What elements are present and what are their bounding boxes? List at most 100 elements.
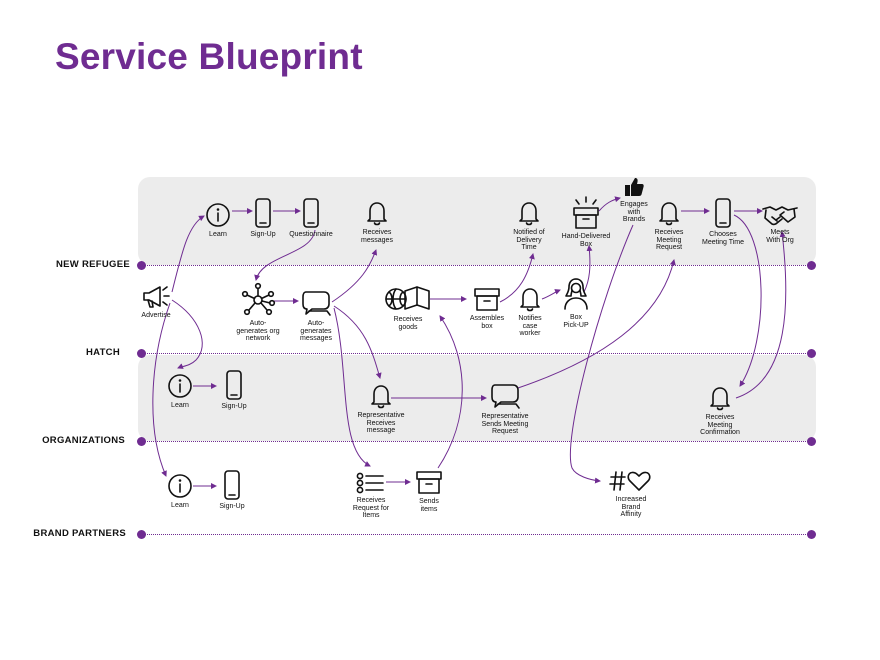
box-icon (474, 288, 500, 311)
brand-partners-brand-affinity-step: Increased Brand Affinity (596, 469, 666, 519)
node-label: Learn (209, 231, 227, 238)
connector (517, 259, 676, 389)
connector (499, 253, 535, 303)
connector (735, 231, 787, 399)
node-label: Notified of Delivery Time (513, 229, 545, 252)
hatch-lane-line (142, 353, 812, 354)
thumbs-up-icon (625, 178, 644, 196)
lane-start-dot (137, 349, 146, 358)
lane-start-dot (137, 261, 146, 270)
new-refugee-learn-step: Learn (183, 202, 253, 239)
info-icon (168, 374, 192, 398)
node-label: Learn (171, 502, 189, 509)
network-icon (241, 282, 276, 316)
megaphone-icon (143, 286, 170, 308)
ball-and-book-icon (385, 286, 430, 310)
hatch-assembles-box-step: Assembles box (452, 286, 522, 330)
connector (437, 315, 463, 469)
lane-start-dot (137, 437, 146, 446)
new-refugee-signup-step: Sign-Up (228, 198, 298, 239)
organizations-rep-receives-step: Representative Receives message (346, 383, 416, 435)
hatch-receives-goods-step: Receives goods (373, 283, 443, 331)
node-label: Representative Receives message (357, 412, 405, 435)
person-icon (564, 278, 588, 310)
organizations-receives-confirmation-step: Receives Meeting Confirmation (685, 385, 755, 437)
hatch-notifies-case-worker-step: Notifies case worker (495, 286, 565, 338)
node-label: Increased Brand Affinity (615, 496, 647, 519)
new-refugee-chooses-time-step: Chooses Meeting Time (688, 198, 758, 246)
new-refugee-lane-line (142, 265, 812, 266)
connector (333, 305, 382, 379)
node-label: Engages with Brands (620, 201, 648, 224)
brand-partners-lane-line (142, 534, 812, 535)
connector (152, 302, 171, 477)
lane-end-dot (807, 437, 816, 446)
hatch-autogen-network-step: Auto- generates org network (223, 282, 293, 343)
info-icon (206, 203, 230, 227)
brand-partners-sends-items-step: Sends items (394, 469, 464, 513)
hashtag-heart-icon (609, 471, 651, 491)
new-refugee-receives-meeting-request-step: Receives Meeting Request (634, 200, 704, 252)
phone-icon (255, 198, 271, 228)
node-label: Box Pick-UP (563, 314, 589, 329)
lane-label-brand-partners: BRAND PARTNERS (33, 528, 126, 539)
lane-end-dot (807, 261, 816, 270)
brand-partners-receives-request-step: Receives Request for Items (336, 472, 406, 520)
node-label: Assembles box (469, 315, 505, 330)
handshake-icon (762, 206, 798, 226)
bell-icon (367, 202, 387, 226)
node-label: Receives goods (393, 316, 423, 331)
node-label: Auto- generates org network (236, 320, 280, 343)
node-label: Receives Meeting Confirmation (700, 414, 740, 437)
node-label: Advertise (141, 312, 171, 319)
connector (171, 299, 203, 369)
phone-icon (224, 470, 240, 500)
node-label: Learn (171, 402, 189, 409)
new-refugee-receives-messages-step: Receives messages (342, 200, 412, 244)
list-icon (356, 472, 384, 494)
bell-icon (519, 202, 539, 226)
lane-start-dot (137, 530, 146, 539)
connector (569, 224, 634, 484)
brand-partners-learn-step: Learn (145, 473, 215, 510)
node-label: Receives Request for Items (352, 497, 390, 520)
node-label: Chooses Meeting Time (701, 231, 745, 246)
connector (331, 249, 378, 303)
box-icon (416, 471, 442, 494)
connector (254, 229, 316, 281)
hatch-advertise-step: Advertise (121, 283, 191, 320)
chat-bubble-icon (302, 291, 331, 316)
node-label: Questionnaire (289, 231, 333, 238)
box-icon (573, 196, 599, 229)
new-refugee-notified-step: Notified of Delivery Time (494, 200, 564, 252)
node-label: Notifies case worker (518, 315, 542, 338)
lane-label-organizations: ORGANIZATIONS (42, 435, 125, 446)
brand-partners-signup-step: Sign-Up (197, 470, 267, 511)
connector (733, 214, 762, 387)
node-label: Receives messages (361, 229, 393, 244)
info-icon (168, 474, 192, 498)
node-label: Sign-Up (250, 231, 276, 238)
lane-end-dot (807, 530, 816, 539)
phone-icon (715, 198, 731, 228)
node-label: Hand-Delivered Box (561, 233, 611, 248)
node-label: Sign-Up (219, 503, 245, 510)
hatch-box-pickup-step: Box Pick-UP (541, 277, 611, 329)
organizations-learn-step: Learn (145, 373, 215, 410)
node-label: Meets With Org (766, 229, 794, 244)
new-refugee-hand-delivered-step: Hand-Delivered Box (551, 196, 621, 248)
node-label: Representative Sends Meeting Request (481, 413, 529, 436)
organizations-signup-step: Sign-Up (199, 370, 269, 411)
organizations-lane-line (142, 441, 812, 442)
node-label: Sign-Up (221, 403, 247, 410)
new-refugee-meets-org-step: Meets With Org (745, 204, 815, 244)
connector (598, 196, 621, 212)
node-label: Sends items (419, 498, 439, 513)
bell-icon (520, 288, 540, 312)
connector (541, 289, 561, 300)
lane-label-hatch: HATCH (85, 347, 120, 358)
organizations-rep-sends-step: Representative Sends Meeting Request (470, 382, 540, 436)
node-label: Auto- generates messages (300, 320, 332, 343)
new-refugee-engages-brands-step: Engages with Brands (599, 176, 669, 224)
